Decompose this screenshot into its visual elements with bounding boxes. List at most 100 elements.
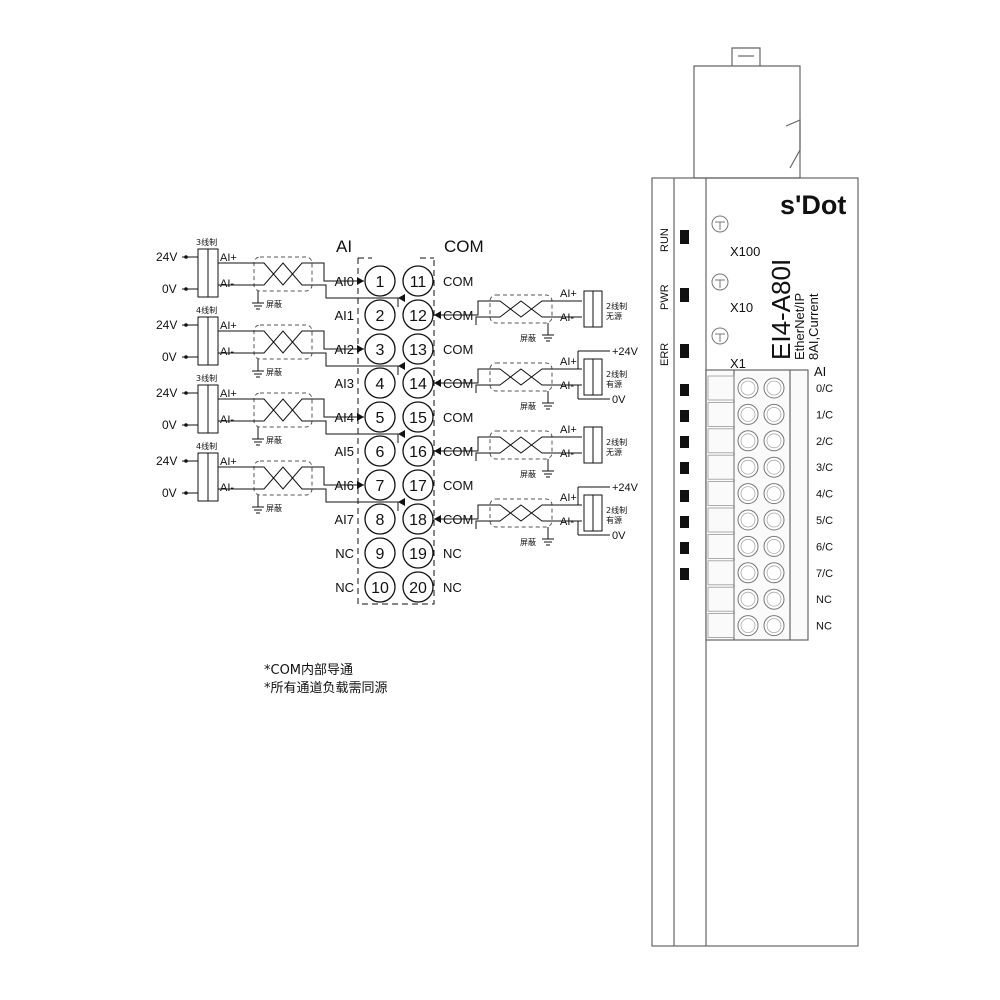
model-name: EI4-A80I xyxy=(766,259,796,360)
supply-0v-label: 0V xyxy=(162,486,177,500)
rotary-x10-icon xyxy=(711,273,729,291)
ai-minus-label: AI- xyxy=(560,380,574,392)
terminal-label-right: NC xyxy=(443,580,462,595)
sensor-type-label: 2线制 xyxy=(606,369,627,379)
terminal-6 xyxy=(364,435,396,467)
terminal-17 xyxy=(402,469,434,501)
right-sensors: AI+AI-2线制无源屏蔽AI+AI-2线制有源屏蔽+24V0VAI+AI-2线… xyxy=(434,288,639,547)
led-label-err: ERR xyxy=(659,343,671,366)
shield-label: 屏蔽 xyxy=(520,401,536,411)
terminal-label-left: AI5 xyxy=(334,444,354,459)
supply-0v-label: 0V xyxy=(612,394,626,406)
terminal-13 xyxy=(402,333,434,365)
led-err xyxy=(680,344,689,358)
supply-24v-label: 24V xyxy=(156,250,177,264)
ai-plus-label: AI+ xyxy=(560,288,577,300)
spec-text: 8AI,Current xyxy=(806,293,821,360)
sensor-type-label: 3线制 xyxy=(196,237,217,247)
terminal-label-left: AI1 xyxy=(334,308,354,323)
terminal-2 xyxy=(364,299,396,331)
supply-24v-label: +24V xyxy=(612,346,639,358)
terminal-number: 11 xyxy=(410,274,427,291)
terminal-number: 3 xyxy=(376,342,385,359)
ai-plus-label: AI+ xyxy=(560,356,577,368)
sensor-type-label: 2线制 xyxy=(606,437,627,447)
terminal-11 xyxy=(402,265,434,297)
protocol-name: EtherNet/IP xyxy=(792,293,807,360)
led-pwr xyxy=(680,288,689,302)
terminal-number: 18 xyxy=(409,512,427,529)
sensor-source-label: 有源 xyxy=(606,515,622,525)
sensor-type-label: 3线制 xyxy=(196,373,217,383)
sensor-source-label: 有源 xyxy=(606,379,622,389)
supply-0v-label: 0V xyxy=(612,530,626,542)
shield-label: 屏蔽 xyxy=(266,503,282,513)
ai-minus-label: AI- xyxy=(560,516,574,528)
shield-label: 屏蔽 xyxy=(266,435,282,445)
led-run xyxy=(680,230,689,244)
header-com: COM xyxy=(444,237,484,256)
terminal-label-right: COM xyxy=(443,274,473,289)
terminal-9 xyxy=(364,537,396,569)
terminal-1 xyxy=(364,265,396,297)
supply-24v-label: 24V xyxy=(156,454,177,468)
module-body xyxy=(651,177,859,947)
rotary-x100-icon xyxy=(711,215,729,233)
ai-plus-label: AI+ xyxy=(220,456,237,468)
brand-logo: s'Dot xyxy=(780,190,846,220)
channel-label: NC xyxy=(816,621,832,633)
supply-24v-label: 24V xyxy=(156,386,177,400)
terminal-number: 9 xyxy=(376,546,385,563)
sensor-type-label: 2线制 xyxy=(606,505,627,515)
terminal-number: 2 xyxy=(376,308,385,325)
terminal-12 xyxy=(402,299,434,331)
terminal-number: 7 xyxy=(376,478,385,495)
terminal-7 xyxy=(364,469,396,501)
terminal-18 xyxy=(402,503,434,535)
supply-0v-label: 0V xyxy=(162,350,177,364)
terminal-label-right: COM xyxy=(443,410,473,425)
note-2: *所有通道负载需同源 xyxy=(264,681,388,696)
terminal-10 xyxy=(364,571,396,603)
terminal-number: 12 xyxy=(409,308,427,325)
supply-24v-label: +24V xyxy=(612,482,639,494)
terminal-label-left: AI7 xyxy=(334,512,354,527)
connector-title: AI xyxy=(814,364,826,379)
ai-plus-label: AI+ xyxy=(220,388,237,400)
shield-label: 屏蔽 xyxy=(520,333,536,343)
channel-label: 7/C xyxy=(816,568,833,580)
terminal-8 xyxy=(364,503,396,535)
terminal-14 xyxy=(402,367,434,399)
terminal-19 xyxy=(402,537,434,569)
sensor-type-label: 4线制 xyxy=(196,305,217,315)
sensor-type-label: 2线制 xyxy=(606,301,627,311)
terminal-4 xyxy=(364,367,396,399)
shield-label: 屏蔽 xyxy=(520,537,536,547)
supply-0v-label: 0V xyxy=(162,418,177,432)
led-label-run: RUN xyxy=(659,228,671,252)
channel-label: 2/C xyxy=(816,436,833,448)
channel-label: 6/C xyxy=(816,541,833,553)
rotary-x1-icon xyxy=(711,327,729,345)
ai-minus-label: AI- xyxy=(220,278,234,290)
terminal-number: 10 xyxy=(371,580,389,597)
note-1: *COM内部导通 xyxy=(264,662,353,678)
terminal-16 xyxy=(402,435,434,467)
header-ai: AI xyxy=(336,237,352,256)
left-sensors: 24V0V3线制AI+AI-屏蔽24V0V4线制AI+AI-屏蔽24V0V3线制… xyxy=(156,237,405,514)
terminal-number: 17 xyxy=(409,478,427,495)
terminal-label-right: COM xyxy=(443,478,473,493)
ai-minus-label: AI- xyxy=(220,482,234,494)
terminal-5 xyxy=(364,401,396,433)
top-connector xyxy=(693,65,801,179)
rotary-switches[interactable] xyxy=(711,215,729,345)
